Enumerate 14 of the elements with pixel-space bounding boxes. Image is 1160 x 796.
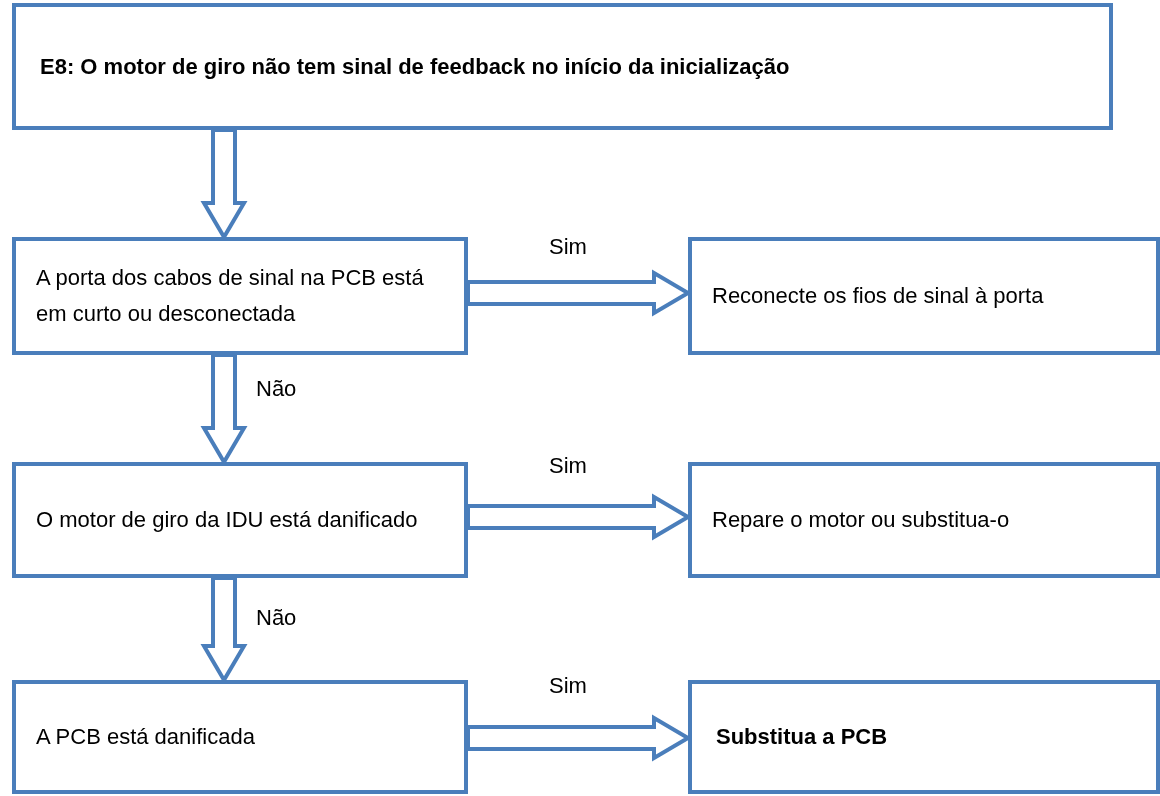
box-text: E8: O motor de giro não tem sinal de feedback no início da inicialização — [40, 52, 791, 81]
process-box — [12, 462, 468, 578]
process-box — [688, 462, 1160, 578]
box-text: Repare o motor ou substitua-o — [712, 506, 1011, 534]
box-text: O motor de giro da IDU está danificado — [36, 506, 419, 534]
process-box — [12, 237, 468, 355]
process-box — [12, 3, 1113, 130]
box-text: A porta dos cabos de sinal na PCB está em curto ou desconectada — [36, 264, 425, 328]
box-text: A PCB está danificada — [36, 723, 256, 751]
process-box — [12, 680, 468, 794]
process-box — [688, 237, 1160, 355]
box-text: Reconecte os fios de sinal à porta — [712, 282, 1045, 310]
box-text: Substitua a PCB — [716, 723, 889, 751]
process-box — [688, 680, 1160, 794]
